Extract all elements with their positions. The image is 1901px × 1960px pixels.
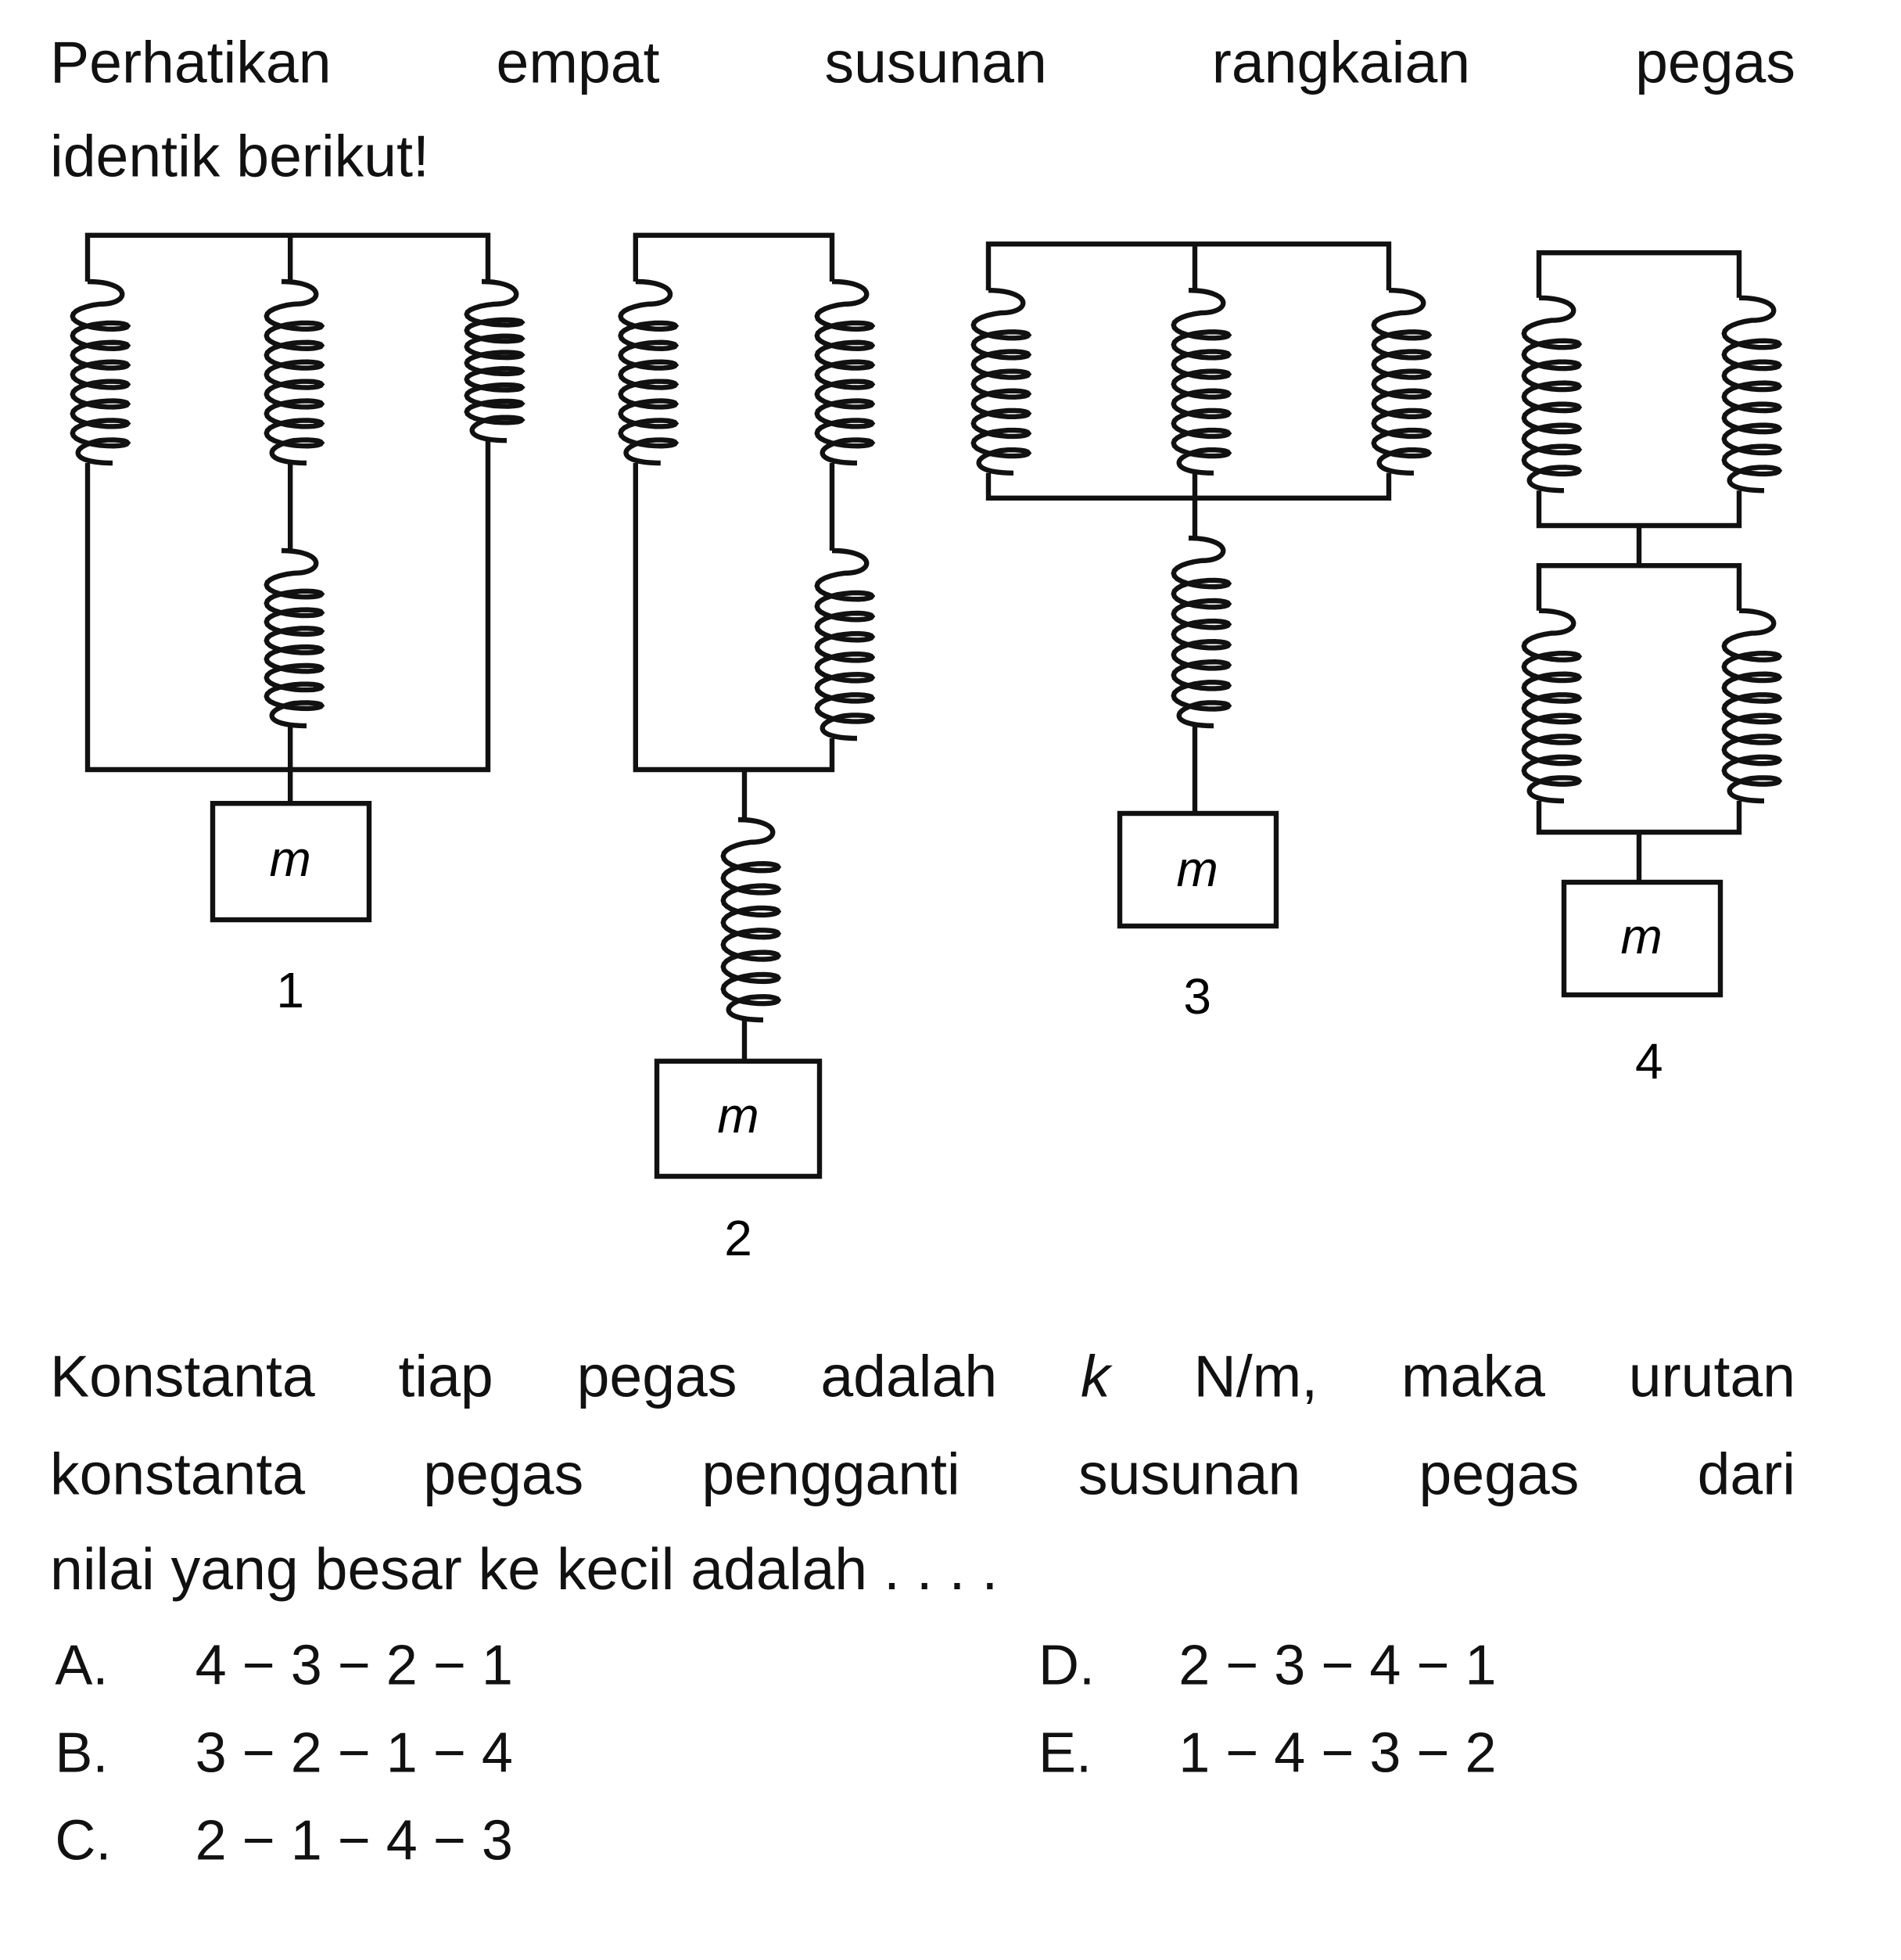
spring-4c [1521,608,1583,804]
spring-2a [618,278,680,466]
mass-box-2 [654,1058,823,1179]
top-bar-3 [985,241,1392,291]
top-bar-2 [633,232,835,282]
option-d[interactable]: D. 2 − 3 − 4 − 1 [1038,1631,1497,1701]
intro-line-1: Perhatikan empat susunan rangkaian pegas [50,28,1795,95]
option-d-value: 2 − 3 − 4 − 1 [1178,1633,1497,1697]
spring-3d [1171,535,1232,729]
spring-2c [814,547,876,741]
option-b[interactable]: B. 3 − 2 − 1 − 4 [55,1718,513,1789]
option-e-key: E. [1038,1721,1092,1785]
question-line-2: konstanta pegas pengganti susunan pegas … [50,1440,1795,1507]
arrangement-label-3: 3 [1183,968,1211,1025]
spring-4a [1521,295,1583,494]
option-e-value: 1 − 4 − 3 − 2 [1178,1721,1497,1785]
arrangement-label-4: 4 [1635,1033,1663,1089]
question-line-1: Konstanta tiap pegas adalah k N/m, maka … [50,1341,1795,1412]
bottom-bar-4b [1536,801,1742,835]
mass-box-4 [1561,879,1723,998]
spring-1a [70,278,131,466]
mass-label-2: m [717,1087,759,1143]
question-line-1-end: N/m, maka urutan [1193,1342,1795,1409]
question-line-1-start: Konstanta tiap pegas adalah [50,1342,998,1409]
option-c-key: C. [55,1808,112,1872]
bottom-bar-3 [985,472,1392,501]
spring-1b [264,278,325,466]
spring-diagrams: m m m m 1 2 3 4 [70,232,1783,1266]
mass-box-3 [1117,810,1279,929]
top-bar-4b [1536,563,1742,611]
spring-4d [1721,608,1783,804]
option-b-value: 3 − 2 − 1 − 4 [195,1721,513,1785]
option-a[interactable]: A. 4 − 3 − 2 − 1 [55,1631,513,1701]
spring-2b [814,278,876,466]
bottom-bar-2 [633,463,835,773]
mass-label-3: m [1177,841,1218,897]
mass-label-4: m [1621,908,1662,964]
option-a-key: A. [55,1633,109,1697]
intro-line-2: identik berikut! [50,122,429,189]
spring-1d [264,547,325,729]
top-bar-4a [1536,250,1742,298]
arrangement-label-1: 1 [276,962,304,1018]
option-b-key: B. [55,1721,109,1785]
arrangement-label-2: 2 [724,1210,752,1266]
option-d-key: D. [1038,1633,1095,1697]
question-line-3: nilai yang besar ke kecil adalah . . . . [50,1535,999,1602]
bottom-bar-4a [1536,490,1742,529]
option-e[interactable]: E. 1 − 4 − 3 − 2 [1038,1718,1497,1789]
option-c[interactable]: C. 2 − 1 − 4 − 3 [55,1806,513,1876]
spring-2d [720,817,782,1023]
spring-4b [1721,295,1783,494]
spring-constant-symbol: k [1081,1342,1110,1409]
spring-3c [1371,288,1433,476]
option-a-value: 4 − 3 − 2 − 1 [195,1633,513,1697]
mass-box-1 [210,801,372,923]
spring-3a [970,288,1032,476]
spring-3b [1171,288,1232,476]
spring-1c [464,278,525,443]
option-c-value: 2 − 1 − 4 − 3 [195,1808,513,1872]
mass-label-1: m [270,831,311,887]
